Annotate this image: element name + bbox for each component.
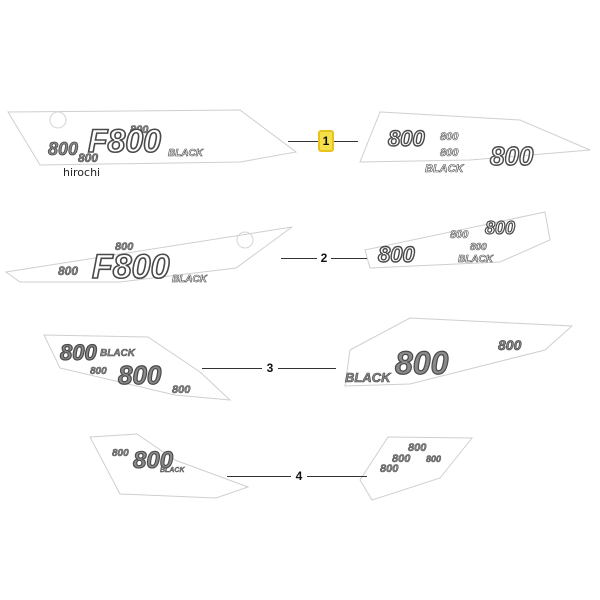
leader-line-2b bbox=[331, 258, 367, 259]
decal-1-right: 800 800 800 BLACK 800 bbox=[359, 111, 591, 175]
leader-line-4b bbox=[307, 476, 367, 477]
svg-text:800: 800 bbox=[408, 442, 427, 454]
callout-4[interactable]: 4 bbox=[295, 469, 303, 483]
decal-1-left: 800 800 800 F800 BLACK bbox=[7, 109, 298, 166]
svg-text:BLACK: BLACK bbox=[425, 163, 465, 175]
svg-text:800: 800 bbox=[380, 463, 399, 475]
svg-text:800: 800 bbox=[48, 139, 78, 159]
svg-text:800: 800 bbox=[58, 264, 78, 278]
watermark: hirochi bbox=[63, 166, 101, 179]
svg-text:800: 800 bbox=[133, 447, 174, 474]
svg-text:800: 800 bbox=[388, 126, 425, 151]
svg-text:800: 800 bbox=[115, 241, 134, 253]
svg-text:800: 800 bbox=[172, 384, 191, 396]
callout-1[interactable]: 1 bbox=[318, 130, 334, 152]
svg-text:800: 800 bbox=[426, 454, 441, 464]
callout-2[interactable]: 2 bbox=[320, 251, 328, 265]
decal-4-left: 800 800 BLACK bbox=[89, 433, 250, 499]
leader-line-3b bbox=[278, 368, 336, 369]
svg-text:800: 800 bbox=[130, 124, 149, 136]
svg-text:800: 800 bbox=[470, 242, 487, 253]
svg-text:F800: F800 bbox=[92, 248, 170, 286]
svg-text:800: 800 bbox=[395, 345, 449, 381]
svg-text:BLACK: BLACK bbox=[160, 467, 185, 474]
leader-line-2a bbox=[281, 258, 317, 259]
svg-text:BLACK: BLACK bbox=[172, 274, 208, 285]
svg-text:800: 800 bbox=[78, 151, 98, 165]
svg-text:BLACK: BLACK bbox=[345, 370, 392, 385]
svg-text:800: 800 bbox=[392, 453, 411, 465]
svg-text:F800: F800 bbox=[88, 123, 161, 159]
svg-text:800: 800 bbox=[118, 360, 162, 390]
svg-text:800: 800 bbox=[60, 340, 97, 365]
svg-text:800: 800 bbox=[378, 242, 415, 267]
svg-text:800: 800 bbox=[90, 366, 107, 377]
svg-text:800: 800 bbox=[112, 448, 129, 459]
decal-3-right: BLACK 800 800 bbox=[344, 317, 574, 387]
leader-line-1b bbox=[334, 141, 358, 142]
leader-line-3a bbox=[202, 368, 262, 369]
svg-text:800: 800 bbox=[440, 131, 459, 143]
svg-text:BLACK: BLACK bbox=[168, 148, 204, 159]
svg-text:800: 800 bbox=[490, 141, 534, 171]
callout-3[interactable]: 3 bbox=[266, 361, 274, 375]
decal-2-left: 800 800 F800 BLACK bbox=[4, 226, 293, 287]
svg-text:800: 800 bbox=[498, 337, 522, 353]
decal-2-right: 800 800 800 800 BLACK bbox=[364, 211, 551, 269]
leader-line-4a bbox=[227, 476, 291, 477]
decal-4-right: 800 800 800 800 bbox=[359, 436, 474, 501]
decal-3-left: 800 BLACK 800 800 800 bbox=[43, 334, 232, 401]
leader-line-1a bbox=[288, 141, 318, 142]
svg-text:BLACK: BLACK bbox=[458, 254, 494, 265]
svg-text:BLACK: BLACK bbox=[100, 348, 136, 359]
svg-text:800: 800 bbox=[485, 218, 515, 238]
svg-text:800: 800 bbox=[450, 229, 469, 241]
svg-text:800: 800 bbox=[440, 147, 459, 159]
